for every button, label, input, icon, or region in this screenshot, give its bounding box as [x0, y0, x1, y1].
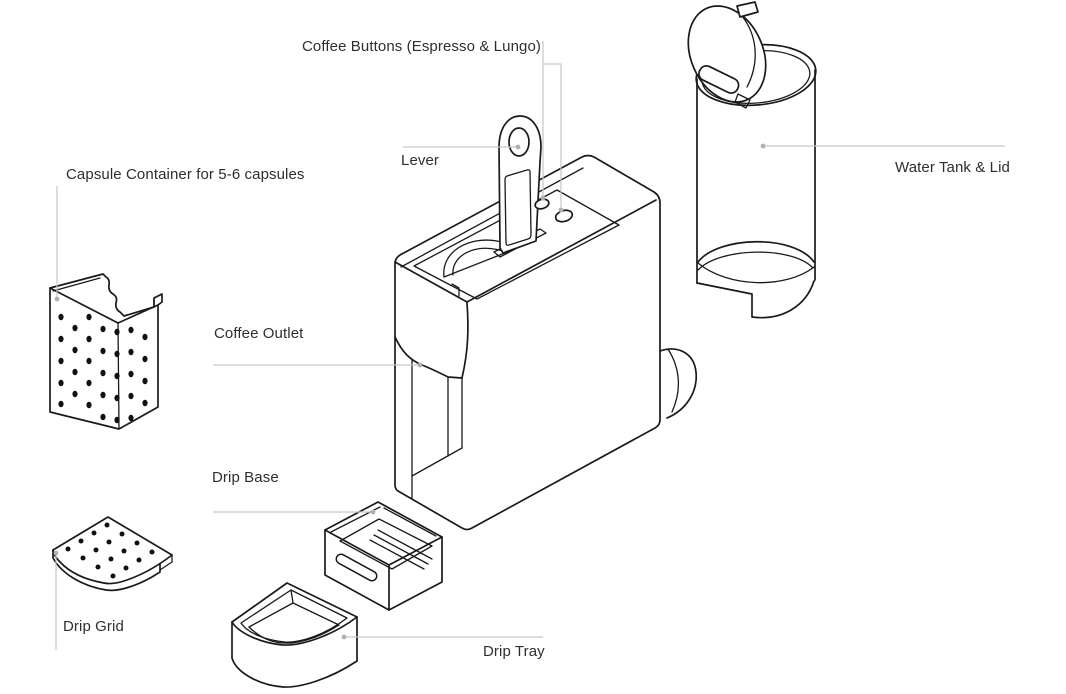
drip-tray-illustration: [231, 582, 358, 688]
drip-grid-perforations: [65, 522, 155, 579]
leader-line-drip-grid: [53, 550, 59, 650]
machine-body-illustration: [394, 154, 697, 531]
label-drip-grid: Drip Grid: [63, 618, 124, 635]
leader-line-lever: [403, 144, 521, 150]
leader-line-drip-base: [213, 509, 376, 515]
lever-illustration: [498, 115, 542, 254]
coffee-buttons-illustration: [534, 198, 574, 223]
drip-base-illustration: [324, 501, 443, 611]
leader-line-coffee-outlet: [213, 362, 423, 368]
label-drip-tray: Drip Tray: [483, 643, 545, 660]
label-drip-base: Drip Base: [212, 469, 279, 486]
label-coffee-outlet: Coffee Outlet: [214, 325, 304, 342]
label-capsule-container: Capsule Container for 5-6 capsules: [66, 166, 305, 183]
leader-line-drip-tray: [341, 634, 543, 640]
leader-line-capsule-container: [54, 186, 60, 302]
drip-grid-illustration: [52, 516, 173, 592]
leader-line-coffee-buttons: [540, 41, 564, 213]
label-water-tank: Water Tank & Lid: [895, 159, 1010, 176]
capsule-container-perforations: [58, 313, 148, 424]
label-lever: Lever: [401, 152, 440, 169]
leader-line-water-tank: [760, 143, 1005, 149]
water-tank-illustration: [687, 1, 817, 319]
capsule-container-illustration: [49, 273, 163, 430]
label-coffee-buttons: Coffee Buttons (Espresso & Lungo): [302, 38, 541, 55]
